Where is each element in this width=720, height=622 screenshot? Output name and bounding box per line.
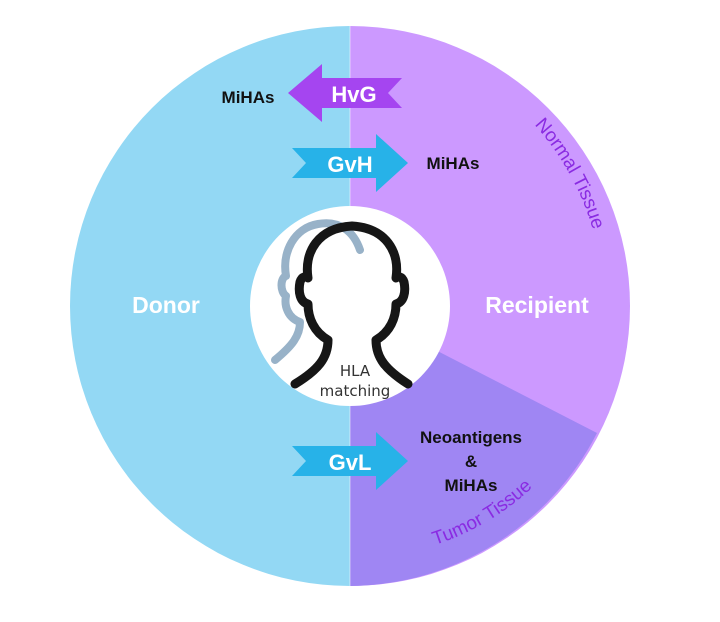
center-circle bbox=[250, 206, 450, 406]
gvl-target-line2: & bbox=[465, 452, 477, 471]
gvl-arrow bbox=[292, 432, 408, 490]
recipient-label: Recipient bbox=[485, 292, 589, 318]
gvl-target-line1: Neoantigens bbox=[420, 428, 522, 447]
hla-label-line2: matching bbox=[320, 382, 391, 400]
gvh-target-label: MiHAs bbox=[427, 154, 480, 173]
gvh-arrow bbox=[292, 134, 408, 192]
gvl-label: GvL bbox=[329, 450, 372, 475]
donor-segment bbox=[70, 26, 350, 586]
gvl-target-line3: MiHAs bbox=[445, 476, 498, 495]
gvh-label: GvH bbox=[327, 152, 372, 177]
donor-label: Donor bbox=[132, 292, 200, 318]
person-silhouette-icon bbox=[290, 221, 413, 389]
hvg-arrow bbox=[288, 64, 402, 122]
hvg-target-label: MiHAs bbox=[222, 88, 275, 107]
hvg-label: HvG bbox=[331, 82, 376, 107]
person-silhouette-back-icon bbox=[271, 219, 364, 364]
hla-label-line1: HLA bbox=[340, 362, 371, 380]
